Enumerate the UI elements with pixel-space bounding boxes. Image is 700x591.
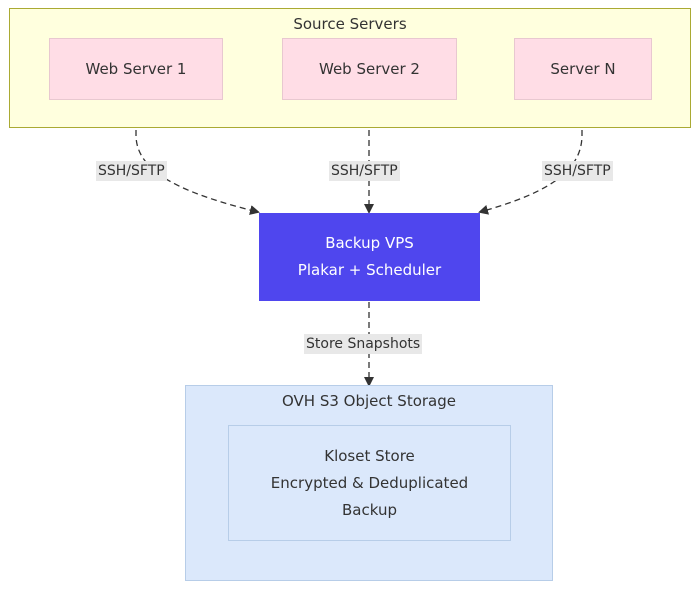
server-n-node: Server N [514, 38, 652, 100]
kloset-store-title: Kloset Store [324, 446, 415, 465]
kloset-store-backup: Backup [342, 500, 397, 519]
kloset-store-desc: Encrypted & Deduplicated [270, 473, 469, 492]
backup-vps-subtitle: Plakar + Scheduler [297, 261, 442, 279]
source-servers-title: Source Servers [293, 15, 407, 33]
server-n-label: Server N [550, 60, 616, 78]
backup-vps-node: Backup VPS Plakar + Scheduler [259, 213, 480, 301]
backup-vps-title: Backup VPS [325, 234, 414, 252]
edge-label-ssh-2: SSH/SFTP [329, 161, 400, 181]
web-server-1-label: Web Server 1 [85, 60, 187, 78]
web-server-2-node: Web Server 2 [282, 38, 457, 100]
web-server-2-label: Web Server 2 [319, 60, 420, 78]
edge-label-ssh-1: SSH/SFTP [96, 161, 167, 181]
web-server-1-node: Web Server 1 [49, 38, 223, 100]
kloset-store-node: Kloset Store Encrypted & Deduplicated Ba… [228, 425, 511, 541]
ovh-s3-storage-title: OVH S3 Object Storage [282, 392, 456, 410]
edge-label-store-snapshots: Store Snapshots [304, 334, 423, 354]
edge-ssh-server-n [478, 100, 583, 215]
edge-label-ssh-3: SSH/SFTP [542, 161, 613, 181]
